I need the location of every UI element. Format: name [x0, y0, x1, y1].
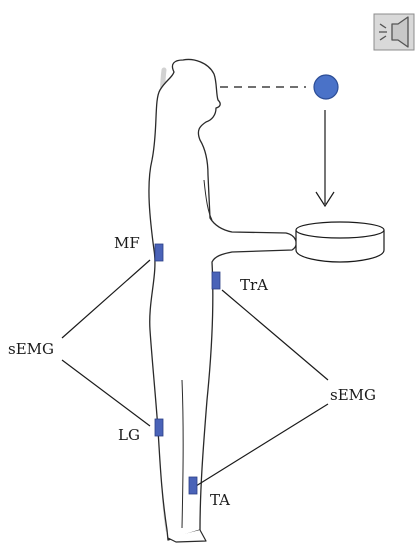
tray — [296, 222, 384, 262]
label-tra: TrA — [240, 276, 268, 294]
drop-arrow — [316, 110, 334, 206]
label-semg-right: sEMG — [330, 386, 376, 404]
electrode-lg — [155, 419, 163, 436]
label-lg: LG — [118, 426, 140, 444]
falling-ball — [314, 75, 338, 99]
electrode-tra — [212, 272, 220, 289]
electrode-ta — [189, 477, 197, 494]
label-semg-left: sEMG — [8, 340, 54, 358]
label-mf: MF — [114, 234, 140, 252]
label-ta: TA — [210, 491, 230, 509]
audio-button[interactable] — [374, 14, 414, 50]
electrode-mf — [155, 244, 163, 261]
